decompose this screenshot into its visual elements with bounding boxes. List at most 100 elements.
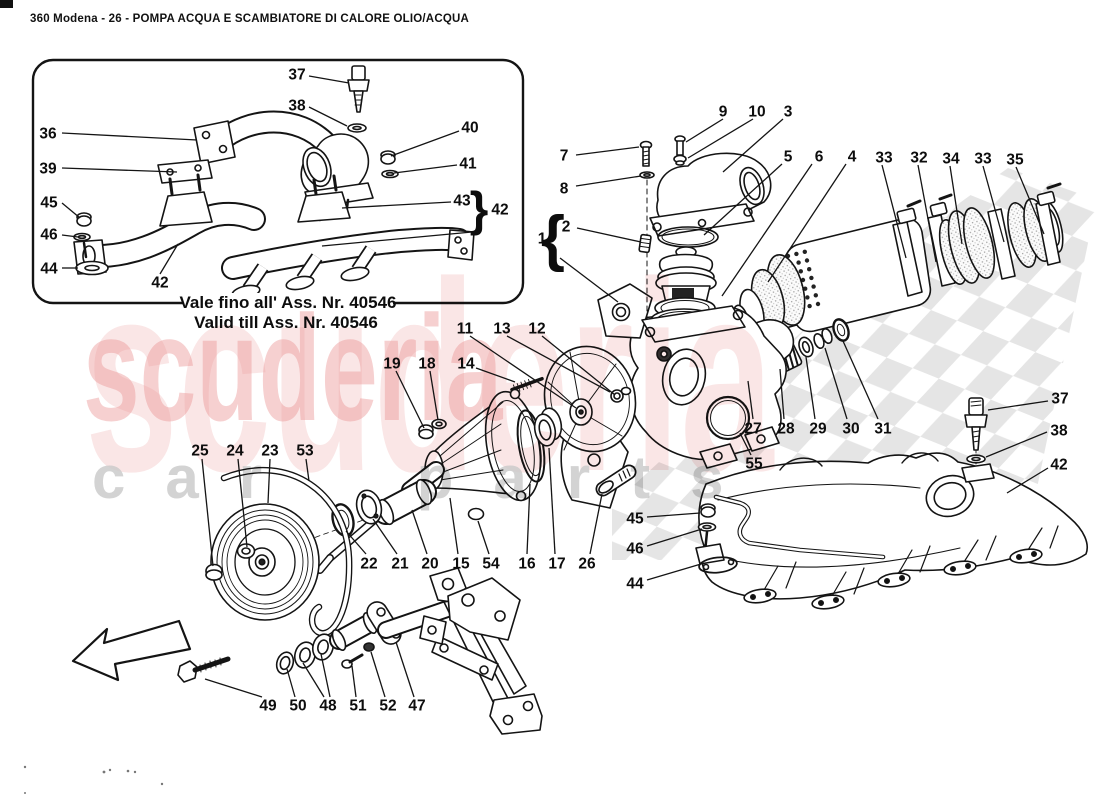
page-title: 360 Modena - 26 - POMPA ACQUA E SCAMBIAT… (30, 13, 469, 25)
cooler-plate-hole (811, 284, 816, 289)
cooler-plate-hole (809, 275, 814, 281)
gasket-44 (698, 556, 738, 574)
callout-number-42: 42 (1050, 457, 1067, 474)
temp-sensor-drawing (961, 397, 995, 483)
leader-line-42 (1006, 467, 1049, 494)
leader-line-52 (370, 651, 386, 698)
callout-number-16: 16 (518, 556, 536, 573)
callout-number-41: 41 (459, 156, 477, 173)
leader-line-15 (449, 497, 459, 555)
callout-number-32: 32 (910, 150, 927, 167)
leader-line-48 (302, 662, 325, 698)
impeller-drawing (418, 345, 637, 453)
leader-line-9 (685, 118, 724, 143)
leader-line-5 (703, 163, 783, 236)
callout-number-37: 37 (288, 67, 305, 84)
callout-number-51: 51 (349, 698, 367, 715)
callout-number-44: 44 (626, 576, 644, 593)
callout-number-24: 24 (226, 443, 244, 460)
leader-line-46 (61, 234, 79, 238)
leader-line-17 (548, 447, 556, 555)
callout-number-48: 48 (319, 698, 337, 715)
callout-number-30: 30 (842, 421, 859, 438)
callout-number-27: 27 (744, 421, 761, 438)
callout-number-10: 10 (748, 104, 765, 121)
leader-line-38 (308, 106, 348, 127)
leader-line-24 (237, 458, 248, 548)
belt-drawing (220, 466, 353, 637)
inset-note-line2: Valid till Ass. Nr. 40546 (194, 313, 378, 332)
leader-line-29 (805, 356, 816, 420)
callout-number-2: 2 (562, 219, 571, 236)
leader-line-3 (722, 118, 784, 173)
callout-number-35: 35 (1006, 152, 1024, 169)
callout-number-22: 22 (360, 556, 377, 573)
leader-line-50 (286, 668, 296, 698)
leader-line-28 (779, 368, 785, 420)
thermostat-assembly-drawing (638, 135, 772, 343)
cooler-plate-hole (804, 258, 810, 263)
leader-line-4 (767, 163, 847, 283)
cooler-plate-hole (815, 301, 821, 307)
watermark-brand: scuderia (83, 286, 504, 453)
callout-number-53: 53 (296, 443, 314, 460)
watermark-brand-large: scuderia (85, 226, 775, 528)
leader-line-42 (321, 231, 473, 247)
callout-number-6: 6 (815, 149, 824, 166)
callout-number-45: 45 (626, 511, 644, 528)
callout-number-12: 12 (528, 321, 545, 338)
exploded-view-drawing (23, 58, 1088, 794)
callout-number-29: 29 (809, 421, 827, 438)
leader-line-36 (61, 132, 198, 141)
callout-number-26: 26 (578, 556, 596, 573)
leader-line-49 (204, 678, 263, 698)
leader-line-31 (842, 340, 879, 420)
callout-number-13: 13 (493, 321, 511, 338)
leader-line-13 (506, 335, 611, 393)
leader-line-51 (351, 665, 357, 698)
leader-line-10 (687, 118, 754, 159)
leader-line-12 (541, 335, 616, 396)
callout-number-5: 5 (784, 149, 793, 166)
leader-line-6 (721, 163, 813, 297)
callout-number-42: 42 (491, 202, 508, 219)
leader-line-2 (576, 227, 642, 243)
callout-number-25: 25 (191, 443, 209, 460)
leader-line-19 (395, 370, 425, 429)
callout-number-8: 8 (560, 181, 569, 198)
leader-line-47 (395, 641, 415, 698)
cooler-plate-hole (807, 303, 812, 309)
callout-number-14: 14 (457, 356, 475, 373)
cooler-plate-hole (798, 269, 803, 274)
leader-line-16 (526, 483, 531, 555)
watermark: scuderia scuderia car parts (83, 226, 775, 528)
pulley-assembly-drawing (205, 503, 320, 621)
leader-line-33 (982, 165, 1005, 243)
o-ring-55 (705, 395, 751, 441)
callout-number-20: 20 (421, 556, 438, 573)
leader-line-7 (575, 146, 640, 156)
callout-number-17: 17 (548, 556, 565, 573)
leader-line-22 (345, 530, 367, 555)
leader-line-25 (201, 458, 214, 567)
callout-number-37: 37 (1051, 391, 1068, 408)
callout-number-52: 52 (379, 698, 396, 715)
callout-number-43: 43 (453, 193, 471, 210)
leader-line-18 (429, 370, 439, 421)
leader-line-14 (475, 367, 516, 383)
heat-exchanger-drawing (732, 182, 1064, 336)
leader-line-39 (61, 167, 178, 173)
callout-number-33: 33 (974, 151, 992, 168)
leader-line-46 (646, 528, 703, 547)
leader-line-32 (917, 164, 937, 263)
inset-note-line1: Vale fino all' Ass. Nr. 40546 (180, 293, 397, 312)
leader-line-38 (985, 431, 1048, 458)
leader-line-20 (411, 509, 428, 555)
manifold-feet (743, 525, 1059, 610)
cooler-plate-hole (807, 267, 812, 272)
plug-54 (467, 507, 485, 521)
inset-validity-diagram (31, 58, 525, 307)
callout-number-49: 49 (259, 698, 277, 715)
